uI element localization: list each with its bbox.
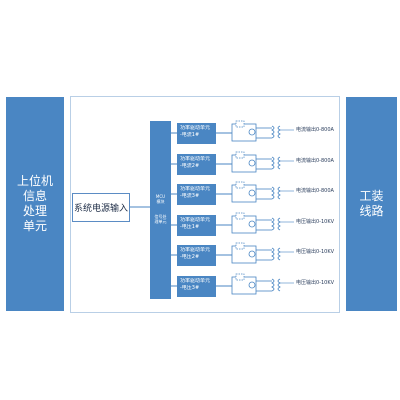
drive-unit-title: 功率驱动单元 (180, 156, 211, 162)
drive-unit-title: 功率驱动单元 (180, 125, 211, 131)
drive-unit-title: 功率驱动单元 (180, 278, 211, 284)
switch-icon (235, 151, 245, 159)
transformer-coil-icon (271, 186, 275, 200)
drive-unit-sub: -电流1# (180, 132, 200, 138)
drive-unit-current-2: 功率驱动单元 -电流2# (177, 154, 216, 175)
transformer-coil-icon (271, 217, 275, 231)
bus-to-drive-wires (171, 132, 177, 287)
system-power-input-box: 系统电源输入 (72, 193, 130, 222)
drive-unit-sub: -电流2# (180, 163, 200, 169)
drive-unit-sub: -电压1# (180, 224, 200, 230)
output-label-voltage-3: 电压输出0-10KV (296, 280, 335, 286)
meter-icon (248, 159, 256, 167)
switch-icon (235, 212, 245, 220)
meter-icon (248, 281, 256, 289)
transformer-coil-icon (271, 125, 275, 139)
switch-icon (235, 273, 245, 281)
output-label-current-2: 电流输出0-800A (296, 158, 334, 164)
drive-unit-sub: -电压2# (180, 254, 200, 260)
output-label-current-3: 电流输出0-800A (296, 188, 334, 194)
switch-icon (235, 120, 245, 128)
drive-unit-title: 功率驱动单元 (180, 247, 211, 253)
drive-unit-current-1: 功率驱动单元 -电流1# (177, 123, 216, 144)
output-label-voltage-1: 电压输出0-10KV (296, 219, 335, 225)
transformer-coil-icon (277, 156, 281, 170)
mcu-signal-bus: MCU 模块 信号处 理单元 (150, 121, 171, 299)
drive-unit-voltage-3: 功率驱动单元 -电压3# (177, 276, 216, 297)
drive-unit-sub: -电压3# (180, 285, 200, 291)
transformer-coil-icon (277, 125, 281, 139)
transformer-coil-icon (277, 278, 281, 292)
output-label-voltage-2: 电压输出0-10KV (296, 249, 335, 255)
transformer-coil-icon (277, 247, 281, 261)
drive-unit-current-3: 功率驱动单元 -电流3# (177, 184, 216, 205)
drive-unit-voltage-2: 功率驱动单元 -电压2# (177, 245, 216, 266)
drive-unit-voltage-1: 功率驱动单元 -电压1# (177, 215, 216, 236)
drive-unit-title: 功率驱动单元 (180, 186, 211, 192)
switch-icon (235, 242, 245, 250)
bus-label-signal: 信号处 理单元 (154, 214, 167, 224)
transformer-coil-icon (277, 186, 281, 200)
transformer-coil-icon (271, 278, 275, 292)
fixture-line-block: 工装 线路 (346, 97, 397, 311)
switch-icon (235, 181, 245, 189)
transformer-coil-icon (271, 247, 275, 261)
bus-label-mcu: MCU 模块 (155, 194, 166, 204)
transformer-coil-icon (277, 217, 281, 231)
meter-icon (248, 128, 256, 136)
meter-icon (248, 189, 256, 197)
upper-computer-unit: 上位机 信息 处理 单元 (6, 97, 64, 311)
output-label-current-1: 电流输出0-800A (296, 127, 334, 133)
output-circuits (216, 120, 294, 295)
meter-icon (248, 220, 256, 228)
meter-icon (248, 250, 256, 258)
drive-unit-sub: -电流3# (180, 193, 200, 199)
transformer-coil-icon (271, 156, 275, 170)
drive-unit-title: 功率驱动单元 (180, 217, 211, 223)
